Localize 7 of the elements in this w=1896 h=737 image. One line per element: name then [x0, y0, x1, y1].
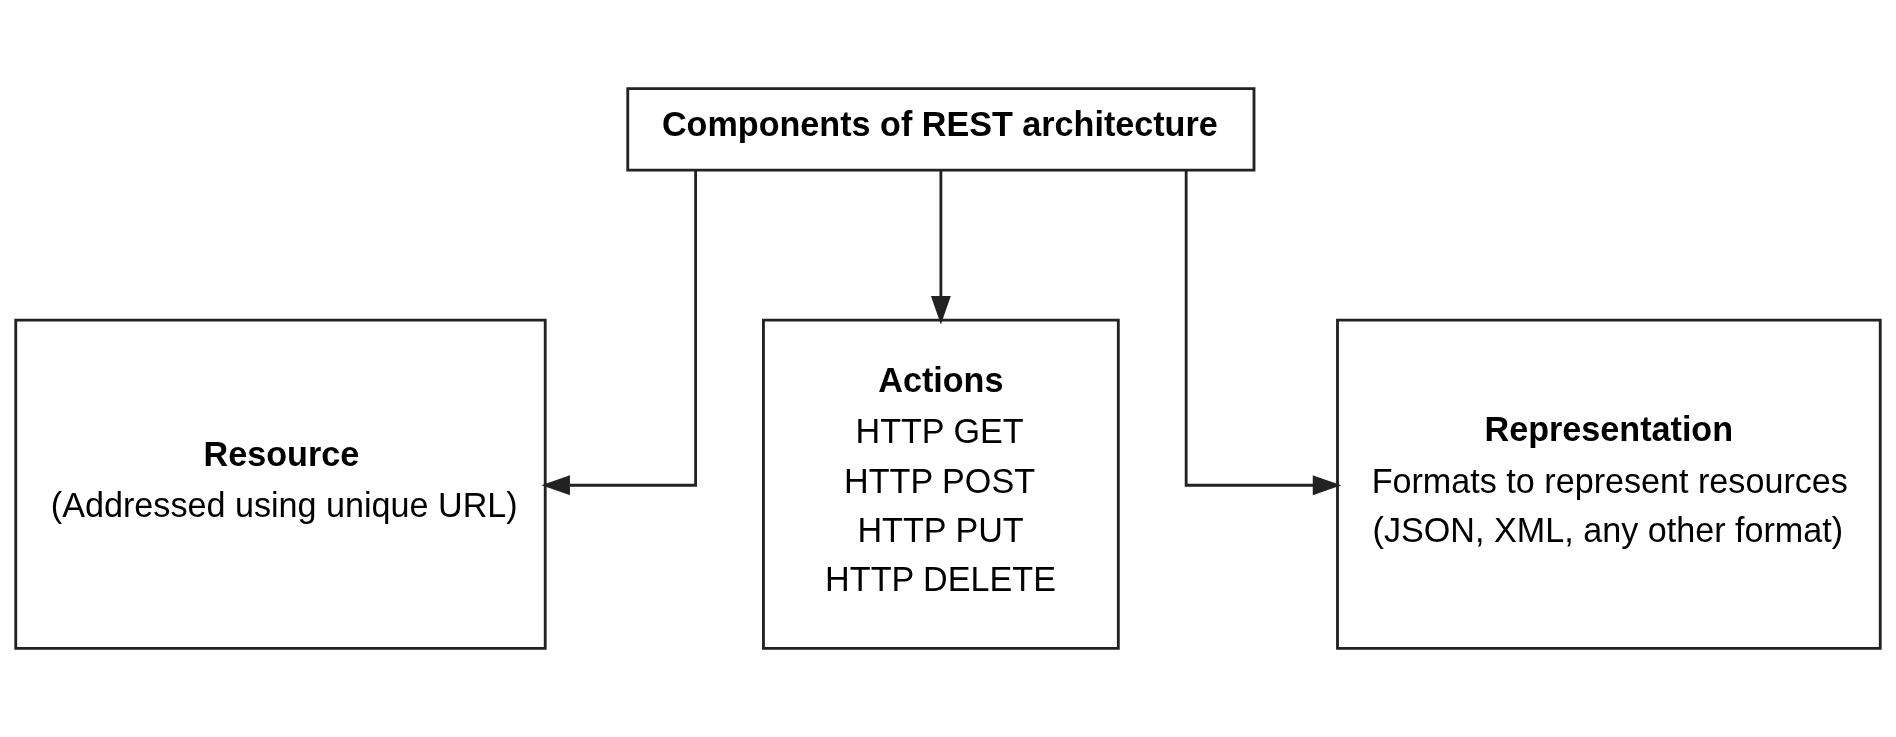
- arrow: [541, 170, 698, 496]
- node-box: Actions HTTP GET HTTP POST HTTP PUT HTTP DELETE: [762, 318, 1120, 650]
- node-box: Resource (Addressed using unique URL): [14, 318, 547, 650]
- arrow: [1184, 170, 1342, 496]
- node-box: Representation Formats to represent resources (JSON, XML, any other format): [1336, 318, 1882, 650]
- arrow: [930, 170, 951, 325]
- node-box: Components of REST architecture: [626, 87, 1256, 172]
